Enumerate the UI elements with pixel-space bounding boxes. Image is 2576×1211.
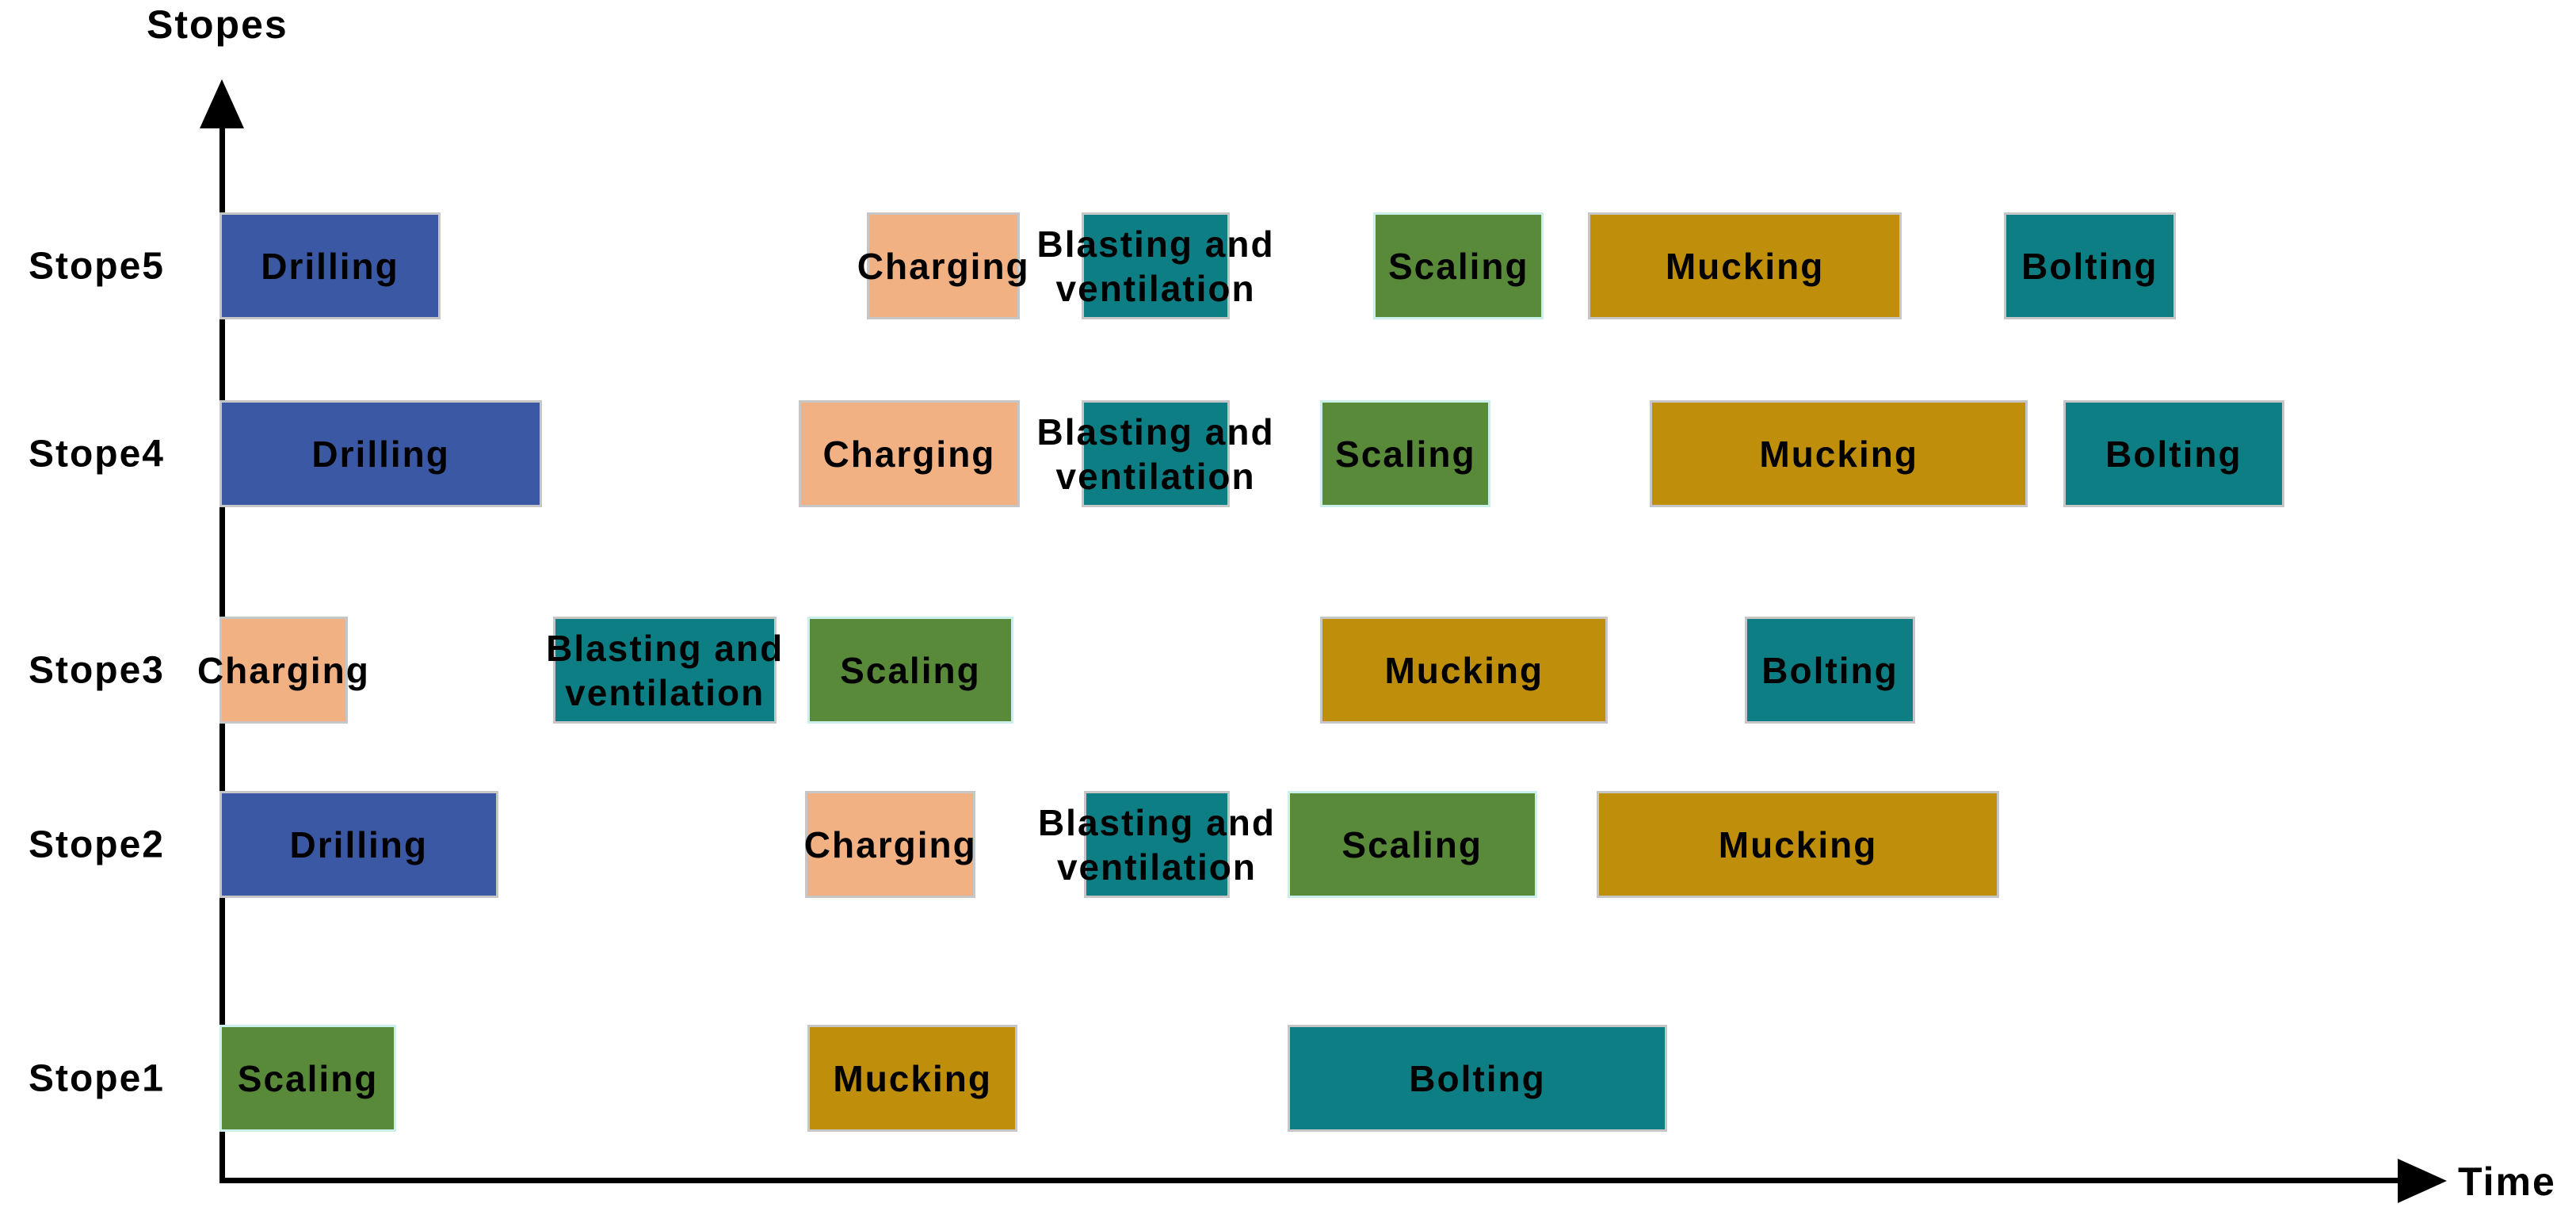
- task-bar-scaling: [807, 617, 1013, 724]
- task-bar-blasting: [1083, 791, 1230, 898]
- task-bar-scaling: [219, 1025, 397, 1132]
- task-bar-drilling: [219, 212, 441, 319]
- row-label-stope3: Stope3: [28, 649, 165, 691]
- task-label-bolting: Bolting: [1761, 649, 1899, 691]
- task-bar-scaling: [1373, 212, 1544, 319]
- task-bar-blasting: [1082, 400, 1231, 507]
- x-axis-title: Time: [2458, 1159, 2556, 1204]
- task-bar-drilling: [219, 400, 543, 507]
- row-label-stope2: Stope2: [28, 823, 165, 865]
- task-bar-mucking: [1320, 617, 1609, 724]
- x-axis-line: [219, 1178, 2401, 1183]
- task-bar-drilling: [219, 791, 498, 898]
- task-label-scaling: Scaling: [237, 1057, 379, 1099]
- task-bar-mucking: [1650, 400, 2028, 507]
- task-bar-mucking: [1588, 212, 1902, 319]
- task-bar-blasting: [553, 617, 777, 724]
- task-label-mucking: Mucking: [833, 1057, 992, 1099]
- task-label-charging: Charging: [197, 649, 370, 691]
- task-bar-scaling: [1287, 791, 1537, 898]
- task-bar-bolting: [2063, 400, 2284, 507]
- task-label-mucking: Mucking: [1759, 433, 1918, 475]
- task-label-bolting: Bolting: [2105, 433, 2242, 475]
- task-label-charging: Charging: [822, 433, 996, 475]
- x-axis-arrowhead-icon: [2398, 1159, 2447, 1203]
- task-label-drilling: Drilling: [261, 245, 399, 287]
- task-bar-blasting: [1082, 212, 1231, 319]
- row-label-stope4: Stope4: [28, 433, 165, 475]
- task-bar-charging: [219, 617, 348, 724]
- task-label-charging: Charging: [857, 245, 1030, 287]
- task-bar-bolting: [1287, 1025, 1668, 1132]
- task-label-scaling: Scaling: [1335, 433, 1476, 475]
- task-bar-mucking: [1597, 791, 1999, 898]
- task-bar-scaling: [1320, 400, 1491, 507]
- task-label-charging: Charging: [803, 823, 977, 865]
- task-label-drilling: Drilling: [311, 433, 450, 475]
- task-bar-bolting: [2003, 212, 2177, 319]
- task-label-bolting: Bolting: [2021, 245, 2158, 287]
- task-bar-mucking: [807, 1025, 1018, 1132]
- task-bar-charging: [867, 212, 1020, 319]
- task-label-drilling: Drilling: [289, 823, 428, 865]
- task-bar-charging: [798, 400, 1020, 507]
- task-label-mucking: Mucking: [1384, 649, 1544, 691]
- task-bar-bolting: [1745, 617, 1915, 724]
- task-bar-charging: [805, 791, 976, 898]
- y-axis-title: Stopes: [147, 2, 288, 47]
- task-label-bolting: Bolting: [1409, 1057, 1546, 1099]
- row-label-stope1: Stope1: [28, 1057, 165, 1099]
- task-label-scaling: Scaling: [1387, 245, 1529, 287]
- task-label-scaling: Scaling: [840, 649, 981, 691]
- row-label-stope5: Stope5: [28, 245, 165, 287]
- task-label-mucking: Mucking: [1718, 823, 1878, 865]
- task-label-mucking: Mucking: [1665, 245, 1825, 287]
- task-label-scaling: Scaling: [1341, 823, 1483, 865]
